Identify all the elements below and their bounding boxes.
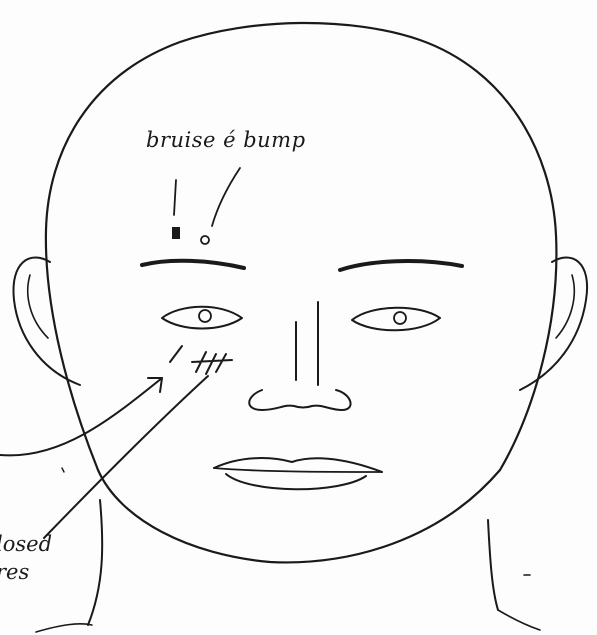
left-pupil <box>199 310 211 322</box>
right-ear <box>520 258 587 390</box>
neck-left <box>88 500 102 625</box>
right-ear-inner <box>556 275 574 338</box>
neck-right <box>488 520 498 610</box>
left-eyebrow <box>142 261 244 268</box>
closed-label-line-1: losed <box>0 532 52 556</box>
left-ear-inner <box>28 275 48 338</box>
right-eye <box>352 308 440 331</box>
arrow-lower <box>44 376 208 538</box>
head-outline <box>46 23 557 470</box>
lower-lip <box>226 474 366 489</box>
right-eyebrow <box>340 261 462 270</box>
neck-base <box>36 624 92 632</box>
lip-line <box>214 468 382 472</box>
bruise-pointer <box>174 180 176 215</box>
nose-base <box>249 390 350 410</box>
bump-mark <box>201 236 209 244</box>
cheek-cuts-group <box>192 352 232 374</box>
right-pupil <box>394 312 406 324</box>
bump-pointer <box>212 168 240 226</box>
stray-mark-left <box>62 468 64 472</box>
bruise-bump-label: bruise é bump <box>146 128 306 152</box>
jaw-outline <box>98 470 500 562</box>
bruise-mark <box>172 227 180 239</box>
cheek-cut-single <box>170 346 182 362</box>
closed-label-line-2: res <box>0 560 29 584</box>
collar-right <box>498 610 540 630</box>
